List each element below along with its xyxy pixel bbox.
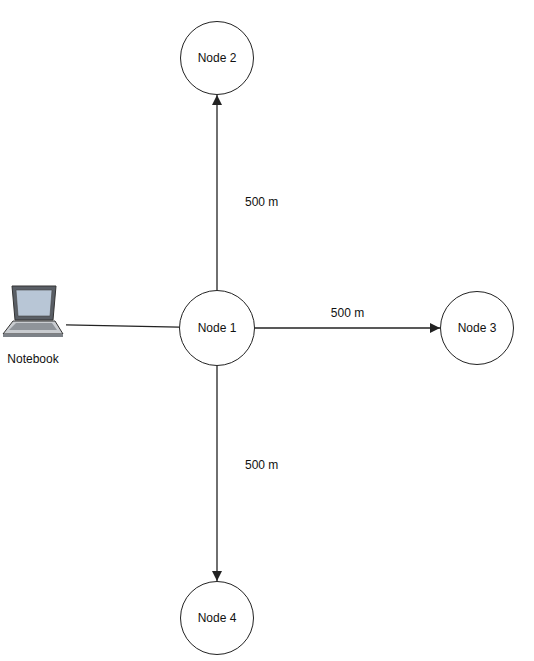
laptop-icon — [2, 284, 64, 340]
node-label: Node 4 — [198, 611, 237, 625]
link-line — [66, 325, 179, 327]
distance-label: 500 m — [243, 195, 280, 209]
laptop-keyboard — [3, 321, 63, 334]
node-label: Notebook — [0, 352, 66, 366]
distance-label: 500 m — [243, 458, 280, 472]
laptop-screen-frame — [12, 286, 56, 320]
distance-label: 500 m — [329, 306, 366, 320]
distance-arrow — [216, 366, 217, 581]
distance-arrow — [255, 327, 440, 328]
distance-arrow — [216, 95, 217, 290]
laptop-screen — [16, 290, 52, 316]
node-label: Node 1 — [198, 321, 237, 335]
laptop-keys — [9, 323, 57, 330]
network-node: Node 4 — [180, 581, 254, 655]
node-label: Node 2 — [198, 51, 237, 65]
network-node: Node 1 — [179, 290, 255, 366]
network-node: Node 2 — [180, 21, 254, 95]
network-node: Node 3 — [440, 291, 514, 365]
node-label: Node 3 — [458, 321, 497, 335]
laptop-base — [3, 334, 63, 337]
notebook-node: Notebook — [0, 282, 66, 366]
